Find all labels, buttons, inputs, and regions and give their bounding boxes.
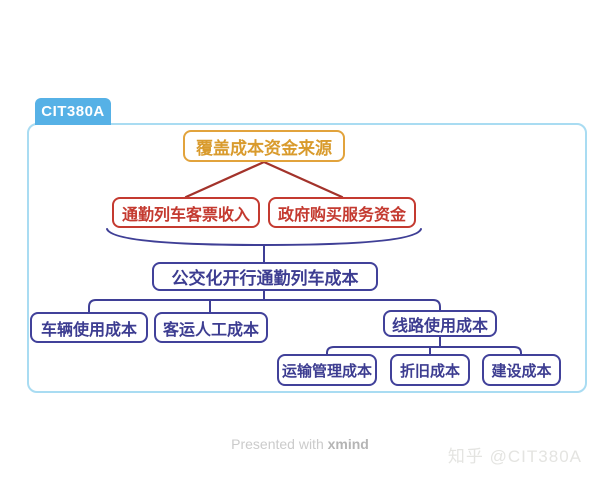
- link-root-to-income: [184, 160, 344, 199]
- topic-funding-sources[interactable]: 覆盖成本资金来源: [183, 130, 345, 162]
- topic-ticket-revenue[interactable]: 通勤列车客票收入: [112, 197, 260, 228]
- xmind-brand-text: xmind: [327, 436, 369, 452]
- link-cost-to-children: [88, 290, 441, 313]
- topic-depreciation-cost[interactable]: 折旧成本: [390, 354, 470, 386]
- zhihu-watermark: 知乎 @CIT380A: [447, 447, 582, 466]
- topic-government-service-funds[interactable]: 政府购买服务资金: [268, 197, 416, 228]
- presented-with-text: Presented with: [231, 436, 324, 452]
- summary-brace: [106, 228, 422, 247]
- presented-with-caption: Presented with xmind: [0, 436, 600, 452]
- topic-transport-management-cost[interactable]: 运输管理成本: [277, 354, 377, 386]
- link-track-to-children: [326, 336, 522, 355]
- sheet-title-tab[interactable]: CIT380A: [35, 98, 111, 125]
- topic-commuter-train-operating-cost[interactable]: 公交化开行通勤列车成本: [152, 262, 378, 291]
- topic-passenger-labor-cost[interactable]: 客运人工成本: [154, 312, 268, 343]
- topic-track-usage-cost[interactable]: 线路使用成本: [383, 310, 497, 337]
- topic-construction-cost[interactable]: 建设成本: [482, 354, 561, 386]
- topic-vehicle-usage-cost[interactable]: 车辆使用成本: [30, 312, 148, 343]
